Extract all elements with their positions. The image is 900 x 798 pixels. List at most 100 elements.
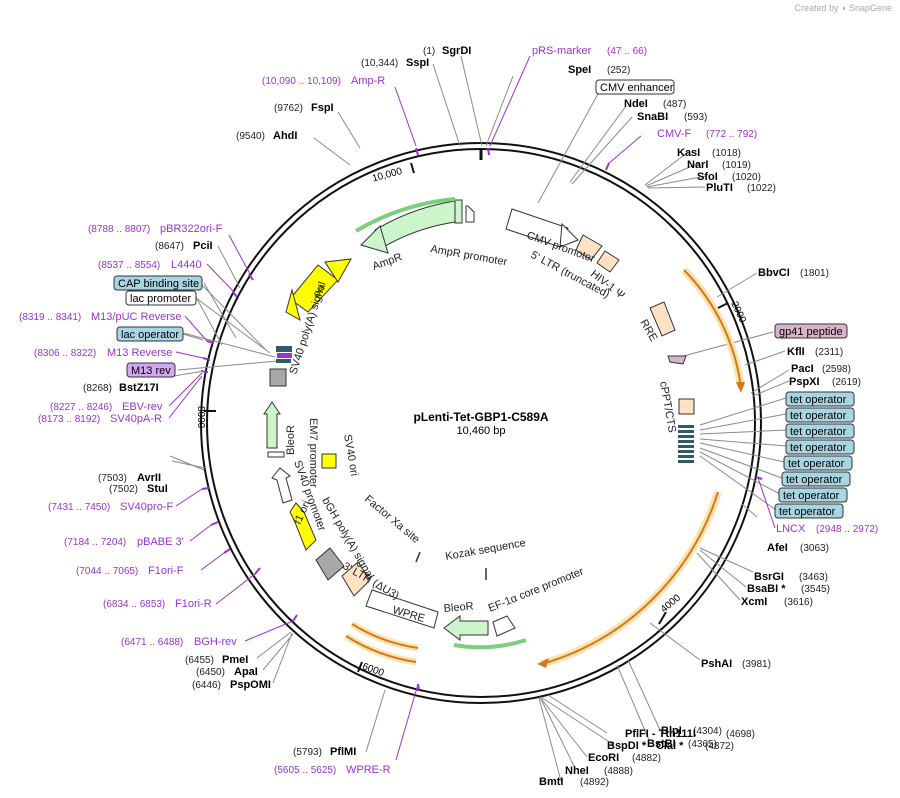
site-blpi[interactable]: BlpI(4304) [661,725,722,737]
site-bstbi[interactable]: BstBI(4365) [647,738,717,750]
svg-text:(593): (593) [684,112,707,123]
primer-f1ori-f[interactable]: (7044 .. 7065)F1ori-F [76,565,184,577]
box-tet-operator-2[interactable]: tet operator [785,407,855,423]
site-pmei[interactable]: (6455)PmeI [185,654,248,666]
site-nari[interactable]: NarI(1019) [687,159,751,171]
orf-lower-arrowhead [537,658,549,668]
primer-prs-marker[interactable]: pRS-marker(47 .. 66) [532,45,647,57]
site-kfli[interactable]: KflI(2311) [787,346,843,358]
svg-text:lac operator: lac operator [121,329,179,341]
site-kasi[interactable]: KasI (1018) [677,147,741,159]
cap-mark [276,359,291,363]
svg-text:(6450): (6450) [196,667,225,678]
site-nhei[interactable]: NheI(4888) [565,765,633,777]
primer-m13-puc-reverse[interactable]: (8319 .. 8341)M13/pUC Reverse [19,311,181,323]
site-afei[interactable]: AfeI(3063) [767,542,829,554]
site-ecori[interactable]: EcoRI(4882) [588,752,661,764]
svg-text:BstZ17I: BstZ17I [119,382,159,394]
site-bsabi[interactable]: BsaBI *(3545) [747,583,830,595]
site-ahdi[interactable]: (9540)AhdI [236,130,297,142]
svg-text:SV40pro-F: SV40pro-F [120,501,173,513]
site-sspi[interactable]: (10,344)SspI [361,57,429,69]
site-bstz17i[interactable]: (8268) BstZ17I [83,382,159,394]
primer-pbabe-3[interactable]: (7184 .. 7204)pBABE 3' [64,536,184,548]
box-m13-rev[interactable]: M13 rev [126,362,176,378]
primer-ebv-rev[interactable]: (8227 .. 8246)EBV-rev [50,401,163,413]
svg-text:tet operator: tet operator [779,506,836,518]
site-pflmi[interactable]: (5793)PflMI [293,746,356,758]
site-paci[interactable]: PacI(2598) [791,363,851,375]
svg-text:(8268): (8268) [83,383,112,394]
ori-arrowhead [285,288,301,322]
box-tet-operator-5[interactable]: tet operator [783,455,853,471]
primer-f1ori-r[interactable]: (6834 .. 6853)F1ori-R [103,598,212,610]
ori-label: ori [311,283,328,300]
svg-text:pRS-marker: pRS-marker [532,45,592,57]
svg-text:(487): (487) [663,99,686,110]
box-tet-operator-8[interactable]: tet operator [774,503,844,519]
primer-sv40pa-r[interactable]: (8173 .. 8192)SV40pA-R [38,413,162,425]
primer-wpre-r[interactable]: (5605 .. 5625)WPRE-R [274,764,391,776]
primer-tick [292,614,298,622]
site-pspxi[interactable]: PspXI(2619) [789,376,861,388]
box-cmv-enhancer[interactable]: CMV enhancer [595,79,675,95]
primer-sv40pro-f[interactable]: (7431 .. 7450)SV40pro-F [48,501,173,513]
site-fspi[interactable]: (9762)FspI [274,102,334,114]
box-tet-operator-6[interactable]: tet operator [781,471,851,487]
primer-cmv-f[interactable]: CMV-F(772 .. 792) [657,128,757,140]
svg-text:(4892): (4892) [580,777,609,788]
svg-text:EBV-rev: EBV-rev [122,401,163,413]
box-tet-operator-7[interactable]: tet operator [778,487,848,503]
svg-text:(1018): (1018) [712,148,741,159]
box-cap-binding-site[interactable]: CAP binding site [113,275,203,291]
cppt-label: cPPT/CTS [657,380,678,433]
box-gp41-peptide[interactable]: gp41 peptide [774,323,848,339]
svg-text:BsaBI *: BsaBI * [747,583,786,595]
svg-text:KasI: KasI [677,147,700,159]
site-sgrdi[interactable]: (1)SgrDI [423,45,471,57]
site-pcii[interactable]: (8647)PciI [155,240,213,252]
primer-pbr322ori-f[interactable]: (8788 .. 8807)pBR322ori-F [88,223,223,235]
svg-text:M13 rev: M13 rev [131,365,171,377]
site-stui[interactable]: (7502)StuI [109,483,168,495]
svg-text:(10,090 .. 10,109): (10,090 .. 10,109) [262,76,341,87]
ampr-tail [454,199,463,224]
primer-m13-reverse[interactable]: (8306 .. 8322)M13 Reverse [34,347,172,359]
svg-text:L4440: L4440 [171,259,202,271]
primer-l4440[interactable]: (8537 .. 8554)L4440 [98,259,202,271]
factor-xa-label: Factor Xa site [362,493,422,546]
site-pspomi[interactable]: (6446)PspOMI [192,679,271,691]
primer-amp-r[interactable]: (10,090 .. 10,109)Amp-R [262,75,385,87]
svg-text:(4872): (4872) [705,741,734,752]
box-lac-promoter[interactable]: lac promoter [125,290,197,306]
svg-text:(6446): (6446) [192,680,221,691]
box-tet-operator-4[interactable]: tet operator [785,439,855,455]
box-lac-operator[interactable]: lac operator [116,326,184,342]
site-spei[interactable]: SpeI(252) [568,64,630,76]
site-bmti[interactable]: BmtI(4892) [539,776,609,788]
box-tet-operator-3[interactable]: tet operator [785,423,855,439]
svg-text:(7184 .. 7204): (7184 .. 7204) [64,537,126,548]
site-apai[interactable]: (6450)ApaI [196,666,258,678]
svg-text:SspI: SspI [406,57,429,69]
site-pflfi[interactable]: PflFI - Tth111I(4698) [625,728,755,740]
site-snabi[interactable]: SnaBI(593) [637,111,707,123]
svg-text:(4882): (4882) [632,753,661,764]
svg-text:(772 .. 792): (772 .. 792) [706,129,757,140]
site-pshai[interactable]: PshAI(3981) [701,658,771,670]
svg-text:F1ori-F: F1ori-F [148,565,184,577]
site-ndei[interactable]: NdeI(487) [624,98,686,110]
primer-lncx[interactable]: LNCX(2948 .. 2972) [776,523,878,535]
site-pluti[interactable]: PluTI(1022) [706,182,776,194]
site-bspdi[interactable]: BspDI * - ClaI *(4872) [607,740,734,752]
svg-text:(8788 .. 8807): (8788 .. 8807) [88,224,150,235]
site-bsrgi[interactable]: BsrGI(3463) [754,571,828,583]
box-tet-operator-1[interactable]: tet operator [785,391,855,407]
svg-text:SgrDI: SgrDI [442,45,471,57]
site-bbvci[interactable]: BbvCI(1801) [758,267,829,279]
primer-bgh-rev[interactable]: (6471 .. 6488)BGH-rev [121,636,237,648]
site-sfoi[interactable]: SfoI(1020) [697,171,761,183]
svg-text:tet operator: tet operator [786,474,843,486]
site-xcmi[interactable]: XcmI(3616) [741,596,813,608]
site-avrii[interactable]: (7503)AvrII [98,472,161,484]
